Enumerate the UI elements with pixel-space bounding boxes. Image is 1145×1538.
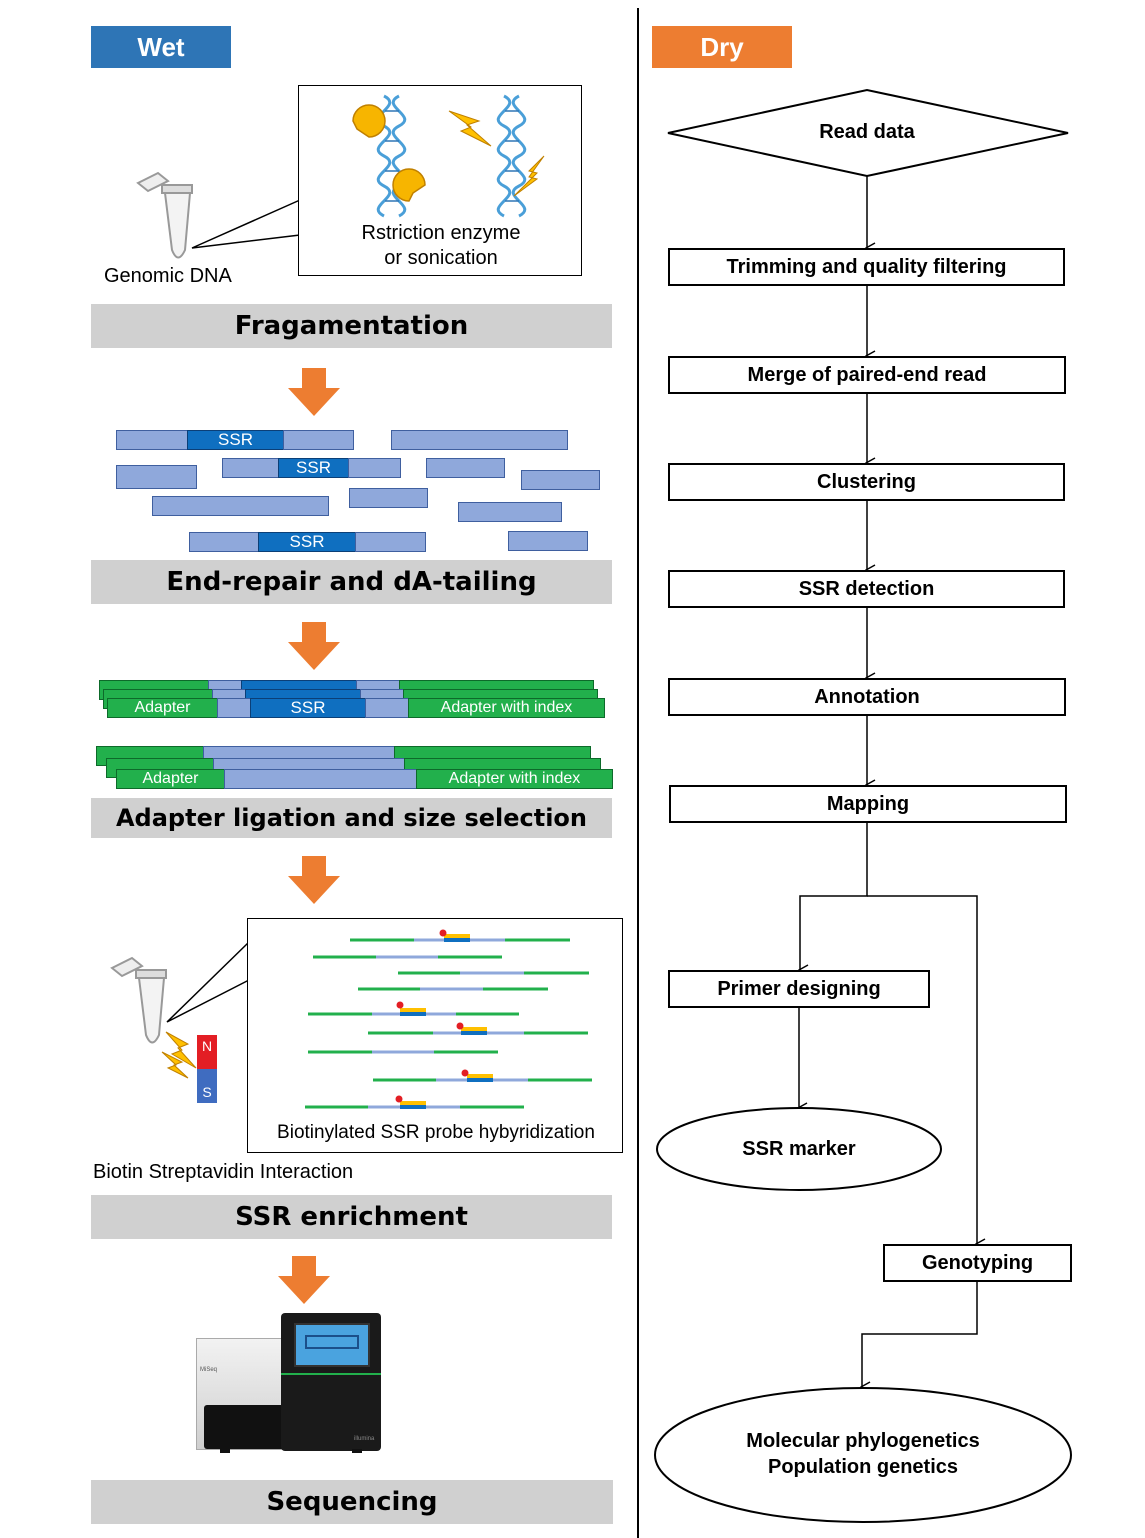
- step-adapter-ligation: Adapter ligation and size selection: [91, 798, 612, 838]
- enzyme-icon: [352, 104, 386, 138]
- down-arrow-icon: [278, 1256, 330, 1304]
- down-arrow-icon: [288, 856, 340, 904]
- dna-helix-icon: [352, 94, 545, 218]
- result-shape: [654, 1387, 1072, 1523]
- dry-header: Dry: [652, 26, 792, 68]
- step-sequencing: Sequencing: [91, 1480, 613, 1524]
- genotyping-node: Genotyping: [883, 1244, 1072, 1282]
- ssr-segment: SSR: [278, 458, 349, 478]
- sequencer-maker: illumina: [354, 1436, 375, 1442]
- biotin-caption: Biotin Streptavidin Interaction: [93, 1161, 354, 1183]
- magnet-icon: N S: [197, 1035, 217, 1103]
- magnet-south: S: [197, 1069, 217, 1103]
- enzyme-caption-2: or sonication: [384, 247, 498, 269]
- callout-pointer: [166, 941, 250, 1023]
- result-node-line2: Population genetics: [767, 1456, 959, 1478]
- sequencer-icon: MiSeq illumina: [196, 1313, 381, 1453]
- adapter-segment: Adapter: [107, 698, 218, 718]
- trimming-node: Trimming and quality filtering: [668, 248, 1065, 286]
- down-arrow-icon: [288, 622, 340, 670]
- ssr-segment: SSR: [187, 430, 284, 450]
- primer-designing-node: Primer designing: [668, 970, 930, 1008]
- step-ssr-enrichment: SSR enrichment: [91, 1195, 612, 1239]
- probe-caption: Biotinylated SSR probe hybyridization: [277, 1122, 595, 1143]
- hybridization-callout: Biotinylated SSR probe hybyridization: [247, 918, 623, 1153]
- adapter-segment: Adapter: [116, 769, 225, 789]
- clustering-node: Clustering: [668, 463, 1065, 501]
- adapter-index-segment: Adapter with index: [408, 698, 605, 718]
- ssr-detection-node: SSR detection: [668, 570, 1065, 608]
- probe-hybridization-diagram: [305, 929, 592, 1109]
- tube-icon: [136, 171, 193, 259]
- genomic-dna-label: Genomic DNA: [104, 265, 232, 287]
- column-divider: [637, 8, 639, 1538]
- read-data-node: Read data: [819, 121, 915, 143]
- step-fragmentation: Fragamentation: [91, 304, 612, 348]
- ssr-marker-shape: [656, 1107, 942, 1191]
- mapping-node: Mapping: [669, 785, 1067, 823]
- result-node-line1: Molecular phylogenetics: [746, 1430, 980, 1452]
- tube-icon: [110, 956, 167, 1044]
- spark-icon: [161, 1031, 197, 1079]
- ssr-segment: SSR: [250, 698, 366, 718]
- annotation-node: Annotation: [668, 678, 1066, 716]
- callout-pointer: [191, 199, 301, 249]
- fragmentation-callout: Rstriction enzyme or sonication: [298, 85, 582, 276]
- step-end-repair: End-repair and dA-tailing: [91, 560, 612, 604]
- flowchart-connectors: [654, 88, 1072, 1523]
- ssr-segment: SSR: [258, 532, 356, 552]
- wet-header: Wet: [91, 26, 231, 68]
- sequencer-brand: MiSeq: [200, 1367, 218, 1373]
- adapter-index-segment: Adapter with index: [416, 769, 613, 789]
- ssr-marker-node: SSR marker: [742, 1138, 856, 1160]
- read-data-shape: [667, 88, 1069, 178]
- magnet-north: N: [197, 1035, 217, 1069]
- merge-node: Merge of paired-end read: [668, 356, 1066, 394]
- enzyme-caption-1: Rstriction enzyme: [361, 222, 521, 244]
- down-arrow-icon: [288, 368, 340, 416]
